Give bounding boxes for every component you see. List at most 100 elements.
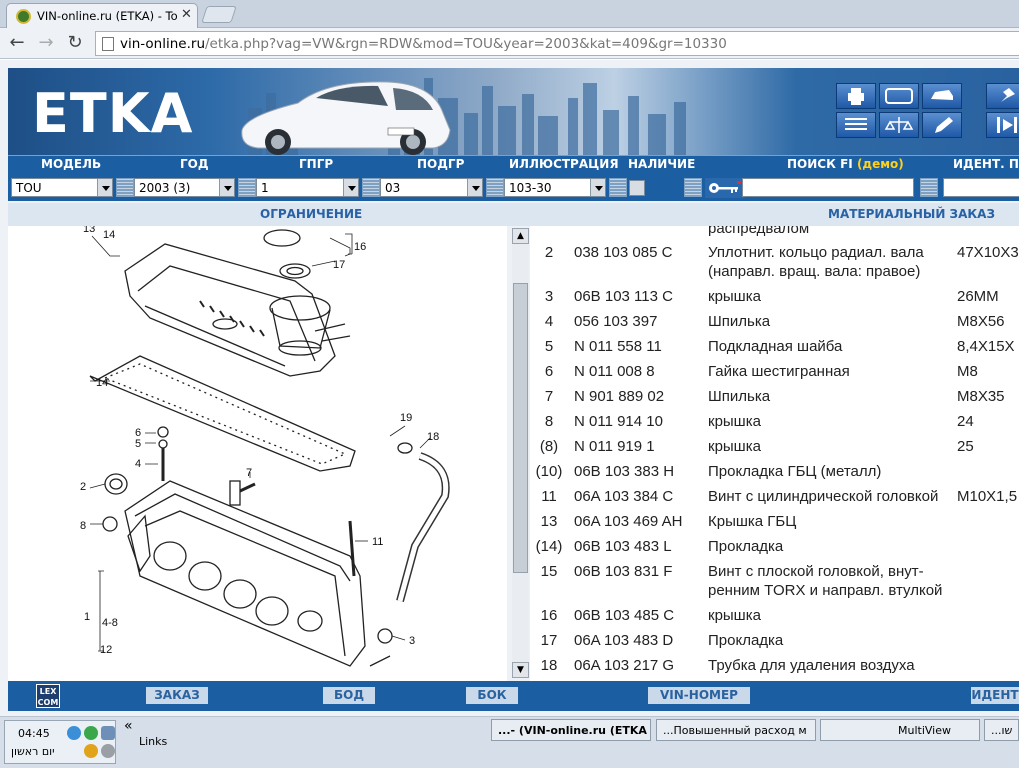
year-select[interactable]: 2003 (3) [134,178,235,197]
tray-icon[interactable] [84,744,98,758]
frame-icon [885,88,913,104]
scroll-up-icon[interactable]: ▲ [512,228,529,244]
clock-time: 04:45 [18,727,50,740]
pin-icon [1001,88,1015,102]
etka-menu-bar: МОДЕЛЬ ГОД ГПГР ПОДГР ИЛЛЮСТРАЦИЯ НАЛИЧИ… [8,155,1019,174]
bod-button[interactable]: БОД [323,687,375,704]
svg-text:8: 8 [80,520,86,532]
illustration-select[interactable]: 103-30 [504,178,606,197]
svg-text:3: 3 [409,635,415,647]
browser-tab[interactable]: VIN-online.ru (ETKA) - Toura ✕ [6,3,198,28]
model-select[interactable]: TOU [11,178,113,197]
list-button[interactable] [836,112,876,138]
bok-button[interactable]: БОК [466,687,518,704]
car-icon [931,90,953,100]
address-bar[interactable]: vin-online.ru/etka.php?vag=VW&rgn=RDW&mo… [95,31,1019,56]
menu-illustration[interactable]: ИЛЛЮСТРАЦИЯ [509,157,619,171]
header-banner-image [241,78,686,155]
scroll-down-icon[interactable]: ▼ [512,662,529,678]
svg-text:13: 13 [83,226,95,235]
key-icon [709,181,741,193]
chevron-down-icon [590,179,605,196]
back-arrow-icon[interactable]: ← [9,32,25,53]
menu-main-group[interactable]: ГПГР [299,157,334,171]
url-text: vin-online.ru/etka.php?vag=VW&rgn=RDW&mo… [120,36,727,52]
svg-text:17: 17 [333,259,345,271]
engine-cylinder-head-diagram[interactable]: 13 14 16 17 14 19 18 6 5 4 7 2 8 11 1 4-… [50,226,476,680]
svg-text:11: 11 [372,536,383,548]
vin-number-button[interactable]: VIN-НОМЕР [648,687,750,704]
taskbar-item-etka[interactable]: ...- (VIN-online.ru (ETKA [491,719,651,741]
pin-button[interactable] [986,83,1019,109]
menu-subgroup[interactable]: ПОДГР [417,157,465,171]
grip-handle [116,178,134,197]
browser-tab-strip: VIN-online.ru (ETKA) - Toura ✕ [0,0,1019,28]
tray-icon[interactable] [67,726,81,740]
system-clock[interactable]: 04:45 יום ראשון [4,720,116,764]
grip-handle [920,178,938,197]
order-button[interactable]: ЗАКАЗ [146,687,208,704]
svg-text:6: 6 [135,427,141,439]
svg-text:14: 14 [103,229,115,241]
menu-year[interactable]: ГОД [180,157,209,171]
restriction-heading[interactable]: ОГРАНИЧЕНИЕ [260,207,363,221]
tray-icon[interactable] [84,726,98,740]
etka-header: ETKA [8,68,1019,155]
illustration-scrollbar[interactable]: ▲ ▼ [512,228,529,678]
menu-availability[interactable]: НАЛИЧИЕ [628,157,696,171]
chevron-down-icon [97,179,112,196]
new-tab-button[interactable] [201,6,237,23]
menu-search-fi[interactable]: ПОИСК FI (демо) [787,157,904,171]
tray-icon[interactable] [101,744,115,758]
svg-text:16: 16 [354,241,366,253]
taskbar-item-other[interactable]: ...שו [984,719,1019,741]
svg-text:7: 7 [246,467,252,479]
edit-button[interactable] [922,112,962,138]
taskbar-item-multiview[interactable]: MultiView [820,719,980,741]
material-order-heading[interactable]: МАТЕРИАЛЬНЫЙ ЗАКАЗ [828,207,995,221]
screen-button[interactable] [879,83,919,109]
key-button[interactable] [705,178,745,198]
chevron-down-icon [343,179,358,196]
scrollbar-thumb[interactable] [513,283,528,573]
chevron-down-icon [219,179,234,196]
group-select[interactable]: 1 [256,178,359,197]
balance-icon [884,117,914,133]
vehicle-button[interactable] [922,83,962,109]
svg-text:2: 2 [80,481,86,493]
reload-icon[interactable]: ↻ [67,32,83,53]
grip-handle [362,178,380,197]
chevron-down-icon [467,179,482,196]
site-favicon-icon [16,9,31,24]
page-icon [102,37,114,51]
section-header-bar: ОГРАНИЧЕНИЕ МАТЕРИАЛЬНЫЙ ЗАКАЗ [8,203,1019,226]
grip-handle [486,178,504,197]
search-fi-input[interactable] [742,178,914,197]
taskbar-item-forum[interactable]: ...Повышенный расход м [656,719,816,741]
svg-text:19: 19 [400,412,412,424]
print-button[interactable] [836,83,876,109]
ident-input[interactable] [943,178,1019,197]
links-toolbar[interactable]: Links [139,735,168,748]
menu-model[interactable]: МОДЕЛЬ [41,157,102,171]
ident-button[interactable]: ИДЕНТ [971,687,1019,704]
svg-text:12: 12 [100,644,112,656]
scale-button[interactable] [879,112,919,138]
subgroup-select[interactable]: 03 [380,178,483,197]
quicklaunch-chevron[interactable]: « [124,718,133,734]
close-tab-icon[interactable]: ✕ [181,7,192,22]
exit-button[interactable] [986,112,1019,138]
svg-text:18: 18 [427,431,439,443]
tray-icon[interactable] [101,726,115,740]
exit-icon [997,117,1017,133]
availability-checkbox[interactable] [629,180,645,196]
browser-toolbar: ← → ↻ vin-online.ru/etka.php?vag=VW&rgn=… [0,28,1019,59]
printer-icon [848,88,864,105]
svg-text:14: 14 [96,377,108,389]
menu-ident[interactable]: ИДЕНТ. ПР [953,157,1019,171]
etka-logo: ETKA [32,82,194,145]
forward-arrow-icon[interactable]: → [38,32,54,53]
grip-handle [238,178,256,197]
